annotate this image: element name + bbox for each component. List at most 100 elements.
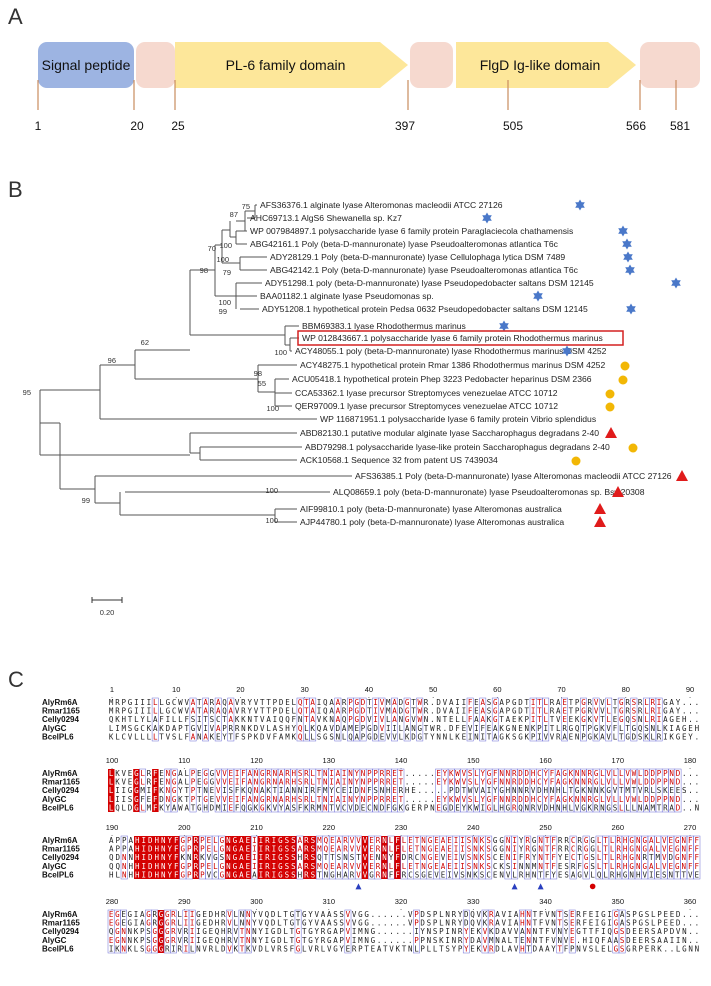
residue: N bbox=[558, 936, 563, 945]
residue: E bbox=[369, 845, 374, 854]
residue: V bbox=[625, 769, 630, 778]
residue: N bbox=[421, 836, 426, 845]
residue: A bbox=[266, 715, 271, 724]
residue: R bbox=[644, 786, 649, 795]
similar-column bbox=[334, 697, 342, 742]
residue: S bbox=[373, 786, 378, 795]
residue: R bbox=[386, 769, 391, 778]
domain-tick-label: 397 bbox=[395, 119, 415, 133]
residue: R bbox=[632, 944, 637, 953]
residue: L bbox=[402, 836, 407, 845]
residue: . bbox=[695, 919, 700, 928]
conserved-column bbox=[283, 836, 291, 879]
residue: Q bbox=[317, 724, 322, 733]
residue: Y bbox=[258, 927, 263, 936]
residue: T bbox=[302, 936, 307, 945]
residue: L bbox=[606, 707, 611, 716]
residue: I bbox=[607, 919, 612, 928]
residue: T bbox=[197, 698, 202, 707]
ruler-dot: . bbox=[175, 691, 177, 700]
residue: R bbox=[171, 919, 176, 928]
ruler-label: 70 bbox=[557, 685, 565, 694]
residue: D bbox=[464, 919, 469, 928]
residue: E bbox=[147, 795, 152, 804]
residue: R bbox=[588, 769, 593, 778]
ruler-label: 60 bbox=[493, 685, 501, 694]
similar-column bbox=[592, 697, 600, 742]
conserved-column bbox=[166, 836, 174, 879]
residue: R bbox=[177, 944, 182, 953]
residue: D bbox=[495, 944, 500, 953]
residue: H bbox=[520, 910, 525, 919]
residue: . bbox=[430, 769, 435, 778]
residue: G bbox=[675, 845, 680, 854]
sequence-name: AlyGC bbox=[42, 795, 67, 804]
residue: L bbox=[116, 870, 121, 879]
residue: I bbox=[109, 944, 114, 953]
residue: A bbox=[657, 927, 662, 936]
residue: N bbox=[254, 786, 259, 795]
residue: E bbox=[202, 910, 207, 919]
residue: E bbox=[562, 715, 567, 724]
residue: N bbox=[380, 786, 385, 795]
residue: D bbox=[676, 778, 681, 787]
bootstrap-label: 98 bbox=[200, 266, 208, 275]
residue: . bbox=[443, 724, 448, 733]
residue: S bbox=[427, 910, 432, 919]
residue: H bbox=[298, 853, 303, 862]
residue: K bbox=[499, 724, 504, 733]
residue: V bbox=[380, 707, 385, 716]
residue: R bbox=[525, 836, 530, 845]
residue: S bbox=[291, 870, 296, 879]
residue: E bbox=[570, 910, 575, 919]
ruler-label: 240 bbox=[467, 823, 480, 832]
residue: R bbox=[304, 870, 309, 879]
residue: I bbox=[259, 870, 264, 879]
residue: T bbox=[558, 910, 563, 919]
residue: P bbox=[420, 944, 425, 953]
residue: N bbox=[695, 803, 700, 812]
residue: L bbox=[595, 944, 600, 953]
residue: L bbox=[140, 732, 145, 741]
residue: . bbox=[417, 795, 422, 804]
residue: D bbox=[399, 698, 404, 707]
residue: N bbox=[581, 795, 586, 804]
residue: T bbox=[525, 707, 530, 716]
residue: G bbox=[632, 724, 637, 733]
residue: Y bbox=[315, 936, 320, 945]
residue: . bbox=[695, 795, 700, 804]
ruler-dot: . bbox=[400, 762, 402, 771]
triangle-marker-icon bbox=[594, 516, 606, 527]
residue: G bbox=[581, 803, 586, 812]
residue: E bbox=[447, 862, 452, 871]
ruler-label: 150 bbox=[467, 756, 480, 765]
residue: T bbox=[254, 715, 259, 724]
residue: A bbox=[501, 936, 506, 945]
residue: V bbox=[184, 698, 189, 707]
ruler-dot: . bbox=[400, 829, 402, 838]
residue: N bbox=[538, 836, 543, 845]
residue: N bbox=[226, 870, 231, 879]
sequence-name: Rmar1165 bbox=[42, 845, 80, 854]
residue: G bbox=[302, 919, 307, 928]
residue: I bbox=[414, 927, 419, 936]
residue: L bbox=[389, 845, 394, 854]
residue: I bbox=[454, 862, 459, 871]
residue: L bbox=[508, 936, 513, 945]
residue: G bbox=[682, 724, 687, 733]
residue: S bbox=[645, 910, 650, 919]
residue: D bbox=[336, 724, 341, 733]
ruler-label: 320 bbox=[395, 897, 408, 906]
similar-column bbox=[413, 909, 420, 954]
residue: Q bbox=[109, 853, 114, 862]
residue: K bbox=[134, 936, 139, 945]
residue: V bbox=[434, 870, 439, 879]
residue: . bbox=[411, 795, 416, 804]
residue: N bbox=[382, 870, 387, 879]
residue: Y bbox=[355, 795, 360, 804]
ruler-label: 260 bbox=[611, 823, 624, 832]
ruler-dot: . bbox=[689, 829, 691, 838]
sequence-name: AlyGC bbox=[42, 724, 67, 733]
residue: A bbox=[493, 724, 498, 733]
residue: K bbox=[669, 732, 674, 741]
